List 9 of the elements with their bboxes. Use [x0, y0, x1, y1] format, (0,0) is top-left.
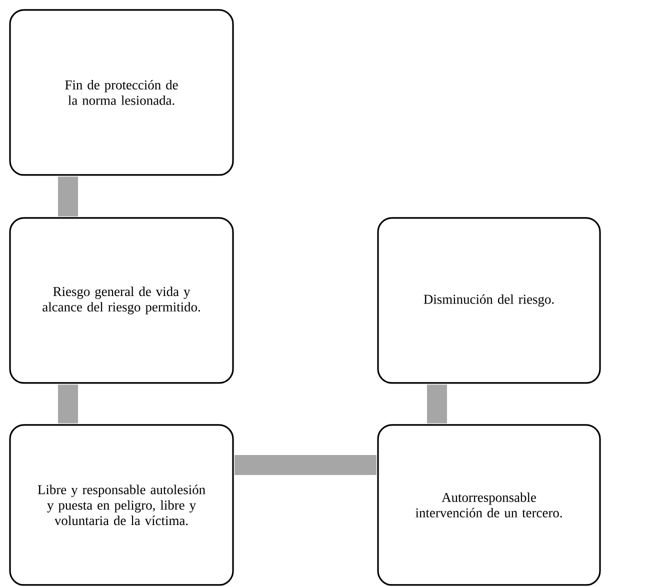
connector-bar: [234, 454, 376, 475]
text-box: Riesgo general de vida y alcance del riesgo permitido.: [9, 217, 234, 384]
connector-bar: [427, 384, 447, 424]
text-box: Autorresponsable intervención de un tercero.: [377, 424, 601, 586]
connector-bar: [58, 176, 78, 216]
connector-bar: [58, 384, 78, 424]
text-box: Fin de protección de la norma lesionada.: [9, 9, 234, 176]
text-box: Libre y responsable autolesión y puesta en peligro, libre y voluntaria de la víctima.: [9, 424, 234, 586]
text-box: Disminución del riesgo.: [377, 217, 601, 384]
